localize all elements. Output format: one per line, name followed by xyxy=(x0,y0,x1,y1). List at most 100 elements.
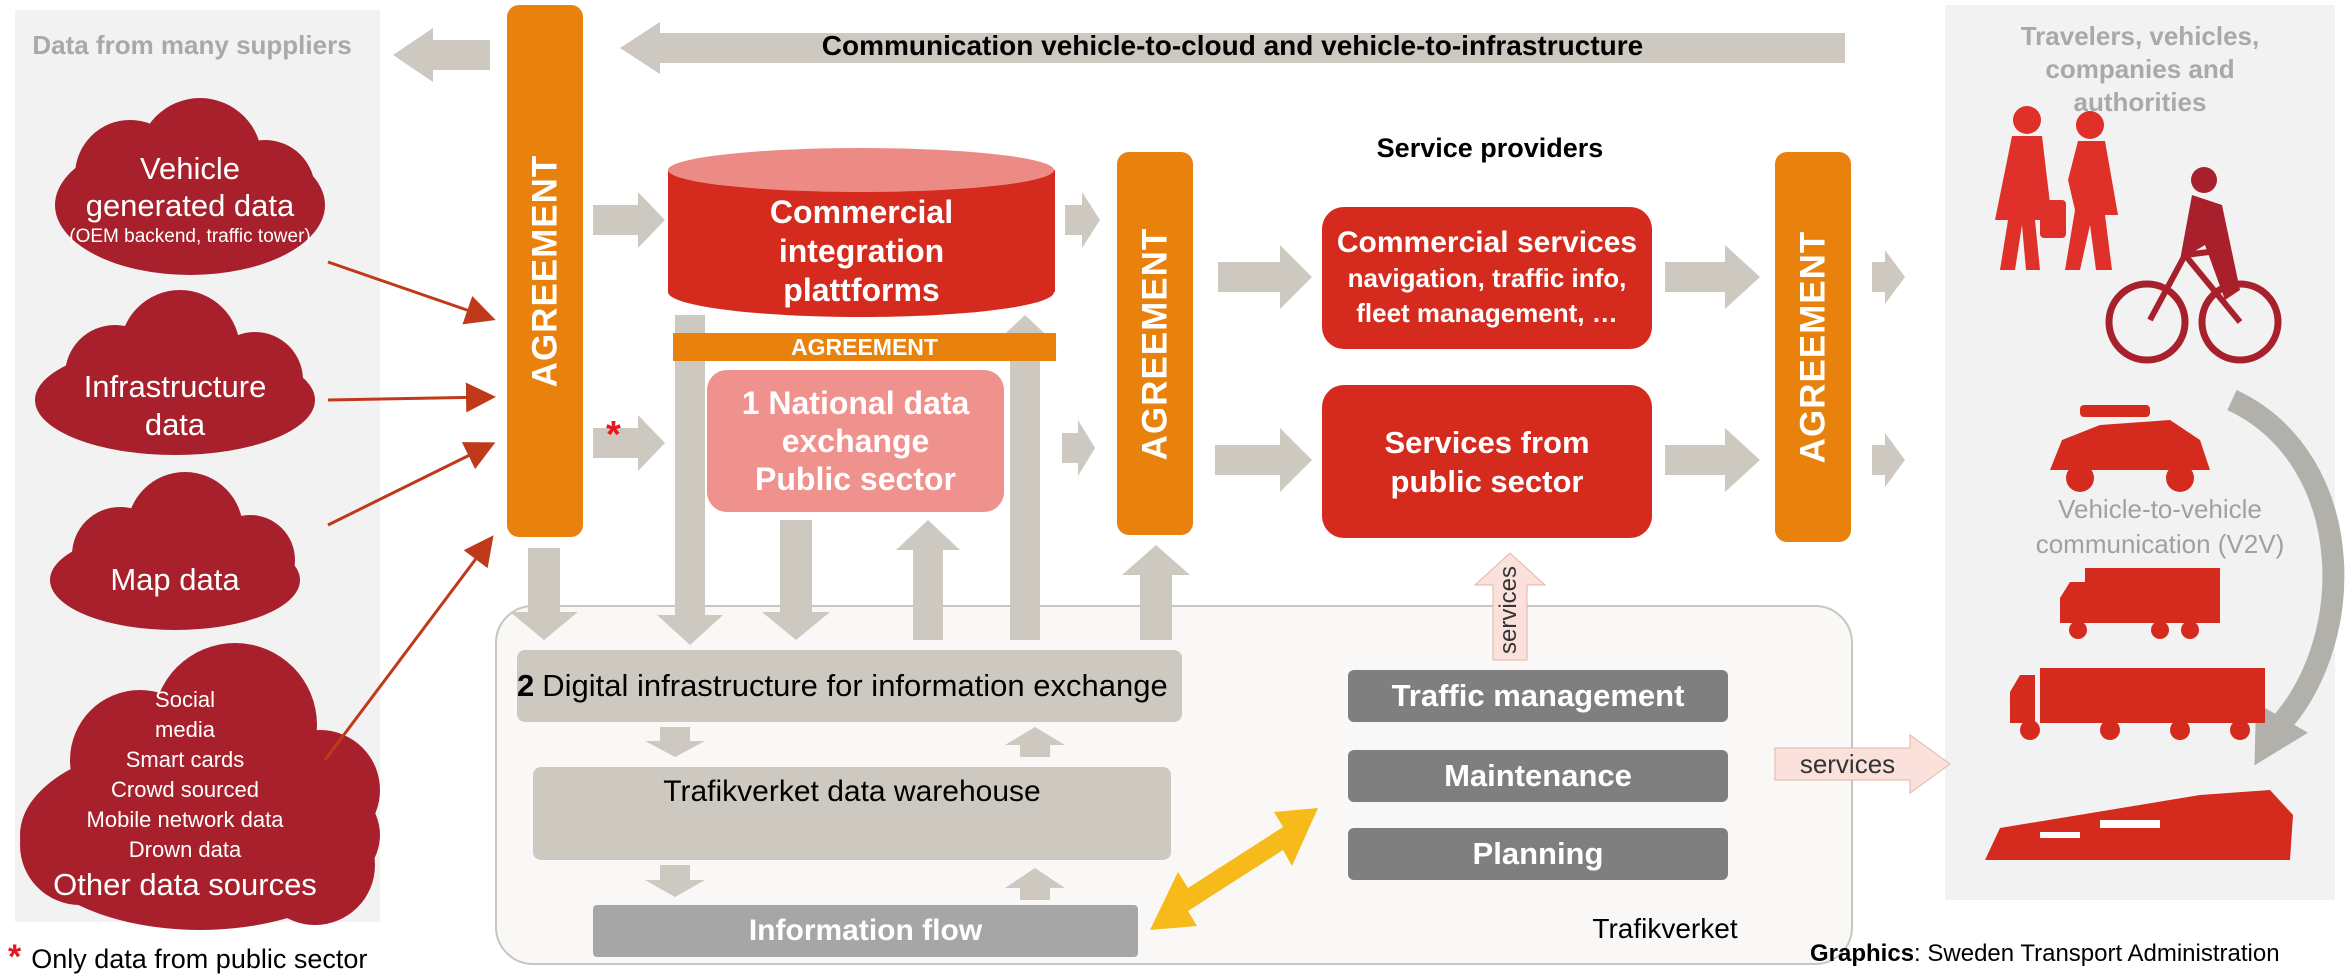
pedestrian-man-icon xyxy=(2065,111,2118,270)
commercial-services-line: fleet management, … xyxy=(1356,298,1618,328)
other-source-item: Smart cards xyxy=(125,747,245,772)
yellow-exchange-arrow xyxy=(1150,808,1318,930)
footnote-text: Only data from public sector xyxy=(31,944,368,974)
footnote: * Only data from public sector xyxy=(8,938,367,977)
vehicle-data-line: generated data xyxy=(85,188,295,223)
national-data-line: exchange xyxy=(781,423,930,459)
arrow-national-out xyxy=(1062,420,1095,476)
vehicle-data-label: Vehicle generated data (OEM backend, tra… xyxy=(55,150,325,250)
data-warehouse-box: Trafikverket data warehouse xyxy=(533,767,1171,860)
vehicle-data-cloud xyxy=(55,98,325,275)
digital-infrastructure-number: 2 xyxy=(517,668,535,703)
national-data-exchange-box: 1 National data exchange Public sector xyxy=(707,370,1004,512)
cyclist-icon xyxy=(2105,167,2282,364)
agreement-bar-sources: AGREEMENT xyxy=(507,5,583,537)
commercial-services-box: Commercial services navigation, traffic … xyxy=(1322,207,1652,349)
infrastructure-data-arrow xyxy=(327,382,496,413)
agreement-label: AGREEMENT xyxy=(1135,227,1174,460)
other-sources-cloud xyxy=(20,643,380,930)
v2v-curve-arrow xyxy=(2227,390,2345,743)
large-truck-icon xyxy=(2010,668,2265,740)
arrow-up-to-agreement xyxy=(1122,545,1190,640)
communication-banner-text: Communication vehicle-to-cloud and vehic… xyxy=(821,30,1644,61)
infrastructure-data-label: Infrastructure data xyxy=(50,368,300,444)
national-data-line: Public sector xyxy=(755,461,956,497)
footnote-asterisk: * xyxy=(8,938,22,976)
arrow-to-public-services xyxy=(1215,428,1312,492)
agreement-label: AGREEMENT xyxy=(1793,230,1832,464)
arrow-agreement-down xyxy=(510,548,578,640)
services-up-arrow xyxy=(1473,552,1547,661)
v2v-line: communication (V2V) xyxy=(2035,529,2285,559)
map-data-cloud xyxy=(50,472,300,630)
car-icon xyxy=(2050,405,2210,492)
arrow-out-to-users-1 xyxy=(1872,250,1905,304)
map-data-arrow xyxy=(327,442,496,527)
other-source-item: Crowd sourced xyxy=(111,777,259,802)
right-title-line: authorities xyxy=(2073,87,2207,117)
arrow-from-warehouse xyxy=(1005,727,1065,757)
map-data-label: Map data xyxy=(110,562,240,597)
commercial-integration-line: integration xyxy=(778,233,945,269)
public-services-line: Services from xyxy=(1384,424,1590,460)
agreement-strip: AGREEMENT xyxy=(673,333,1056,361)
right-title-line: Travelers, vehicles, xyxy=(2020,21,2260,51)
vehicle-data-line: Vehicle xyxy=(140,151,240,186)
other-sources-label: Social media Smart cards Crowd sourced M… xyxy=(40,685,330,905)
public-sector-asterisk: * xyxy=(606,414,621,456)
commercial-cylinder xyxy=(668,148,1055,317)
arrow-up-to-commercial xyxy=(993,315,1057,640)
vehicle-data-arrow xyxy=(327,260,496,325)
infrastructure-data-cloud xyxy=(35,290,315,455)
arrow-commercial-to-agreement xyxy=(1665,245,1760,309)
arrow-into-commercial xyxy=(593,192,665,248)
arrow-out-to-users-2 xyxy=(1872,433,1905,487)
services-right-label: services xyxy=(1799,749,1896,779)
national-data-line: 1 National data xyxy=(741,385,970,421)
data-warehouse-label: Trafikverket data warehouse xyxy=(663,775,1041,808)
train-icon xyxy=(1985,790,2293,860)
arrow-commercial-out xyxy=(1065,192,1100,248)
public-services-line: public sector xyxy=(1390,463,1584,499)
arrow-public-to-agreement xyxy=(1665,428,1760,492)
arrow-from-information-flow xyxy=(1005,868,1065,900)
other-source-item: Mobile network data xyxy=(86,807,284,832)
arrow-to-warehouse xyxy=(645,727,705,757)
other-sources-arrow xyxy=(323,535,494,761)
information-flow-bar: Information flow xyxy=(593,905,1138,957)
infrastructure-data-line: data xyxy=(144,407,206,442)
agreement-label: AGREEMENT xyxy=(525,154,564,388)
other-source-item: media xyxy=(155,717,215,742)
service-providers-title: Service providers xyxy=(1376,133,1604,163)
credit-label: Graphics xyxy=(1810,940,1915,967)
arrow-to-information-flow xyxy=(645,865,705,897)
other-sources-title: Other data sources xyxy=(53,867,317,902)
traffic-management-box: Traffic management xyxy=(1348,670,1728,722)
commercial-services-title: Commercial services xyxy=(1336,226,1638,259)
vehicle-data-sub: (OEM backend, traffic tower) xyxy=(69,226,311,247)
planning-box: Planning xyxy=(1348,828,1728,880)
arrow-national-down xyxy=(762,520,830,640)
left-title: Data from many suppliers xyxy=(32,30,352,60)
services-right-arrow xyxy=(1774,734,1951,794)
pedestrian-woman-icon xyxy=(1995,106,2066,270)
infrastructure-data-line: Infrastructure xyxy=(83,369,267,404)
commercial-services-line: navigation, traffic info, xyxy=(1347,263,1627,293)
public-services-box: Services from public sector xyxy=(1322,385,1652,538)
v2v-label: Vehicle-to-vehicle communication (V2V) xyxy=(2010,492,2310,562)
small-truck-icon xyxy=(2060,568,2220,639)
arrow-into-national xyxy=(593,415,665,471)
arrow-up-to-national xyxy=(896,520,960,640)
agreement-bar-middle: AGREEMENT xyxy=(1117,152,1193,535)
credit-text: : Sweden Transport Administration xyxy=(1914,940,2280,967)
arrow-to-commercial-services xyxy=(1218,245,1312,309)
commercial-integration-line: plattforms xyxy=(783,272,940,308)
commercial-integration-line: Commercial xyxy=(769,194,954,230)
commercial-integration-label: Commercial integration plattforms xyxy=(690,193,1033,310)
maintenance-box: Maintenance xyxy=(1348,750,1728,802)
arrow-commercial-down xyxy=(657,315,723,645)
digital-infrastructure-bar: 2 Digital infrastructure for information… xyxy=(517,650,1182,722)
graphics-credit: Graphics: Sweden Transport Administratio… xyxy=(1810,940,2280,968)
to-suppliers-arrow xyxy=(393,28,490,82)
